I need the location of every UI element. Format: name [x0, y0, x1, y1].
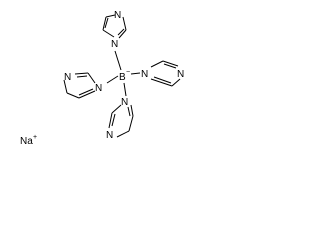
atom-n-top-3: N: [114, 10, 121, 21]
atom-boron: B: [119, 72, 126, 83]
boron-charge: −: [126, 69, 130, 76]
atom-n-bottom-1: N: [121, 97, 128, 108]
imidazole-ring-bottom: N N: [106, 97, 134, 141]
structure-diagram: N N N N N N N N B −: [20, 10, 184, 147]
bond-b-left: [106, 75, 119, 84]
atom-n-bottom-3: N: [106, 130, 113, 141]
atom-n-left-3: N: [64, 72, 71, 83]
atom-n-top-1: N: [111, 39, 118, 50]
atom-n-right-3: N: [177, 69, 184, 80]
sodium-ion: Na +: [20, 134, 37, 147]
atom-n-left-1: N: [95, 83, 102, 94]
bond-b-bottom: [123, 82, 127, 97]
boron-center: B −: [119, 69, 130, 83]
bond-b-right: [130, 72, 141, 75]
imidazole-ring-right: N N: [141, 60, 184, 87]
boron-bonds: [106, 50, 141, 97]
atom-sodium: Na: [20, 136, 33, 147]
atom-n-right-1: N: [141, 69, 148, 80]
imidazole-ring-top: N N: [102, 10, 127, 50]
sodium-charge: +: [33, 134, 37, 141]
bond-b-top: [114, 50, 122, 71]
imidazole-ring-left: N N: [63, 72, 102, 99]
